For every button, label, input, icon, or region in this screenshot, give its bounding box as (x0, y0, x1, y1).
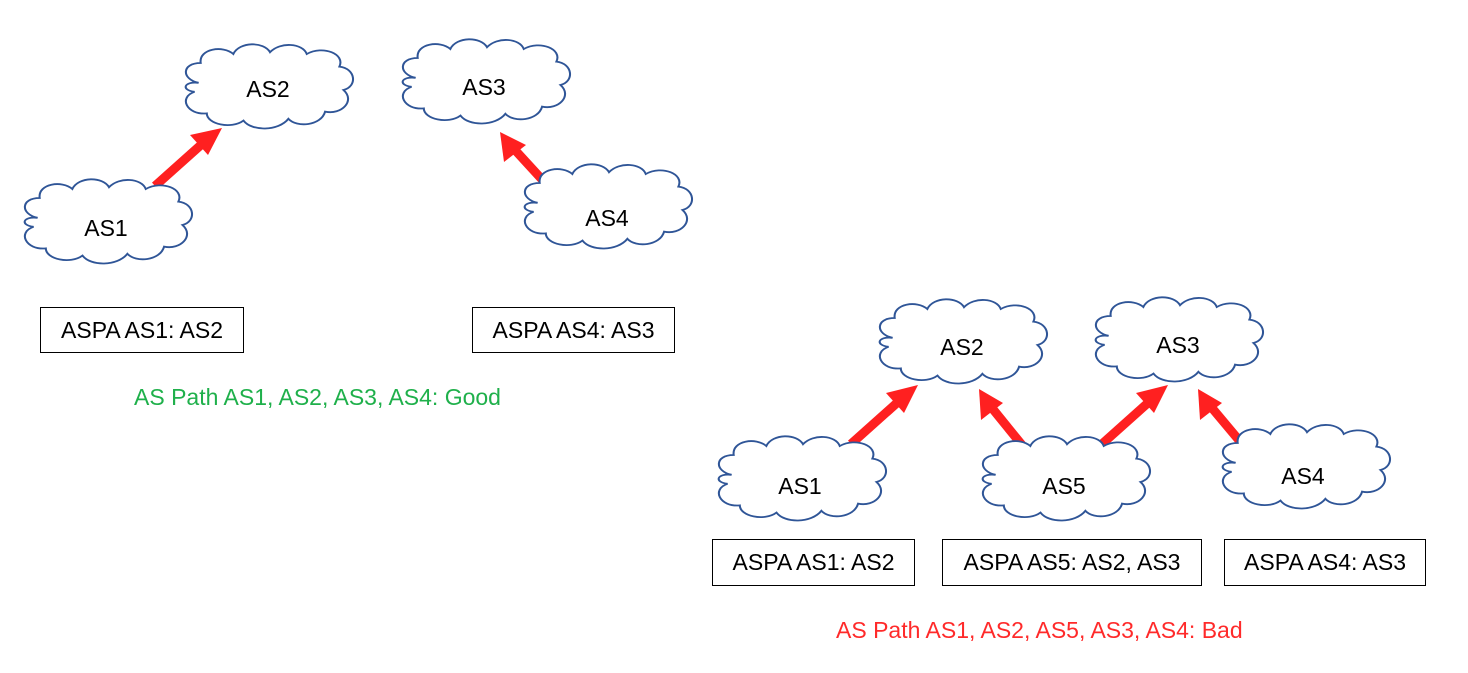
scenario-valid-path: AS2 AS1 AS3 AS4 (23, 38, 694, 265)
aspa-record-as1: ASPA AS1: AS2 (712, 539, 915, 586)
node-label-as2: AS2 (246, 76, 289, 102)
edge-as5-to-as3 (1099, 385, 1168, 448)
scenario-invalid-path: AS2 AS3 AS1 AS5 AS4 (717, 296, 1392, 522)
aspa-record-as4: ASPA AS4: AS3 (472, 307, 675, 353)
aspa-record-as1: ASPA AS1: AS2 (40, 307, 244, 353)
node-label-as4: AS4 (585, 205, 629, 231)
node-label-as2: AS2 (940, 334, 983, 360)
verdict-bad: AS Path AS1, AS2, AS5, AS3, AS4: Bad (836, 617, 1243, 643)
node-label-as3: AS3 (1156, 332, 1199, 358)
edge-as5-to-as2 (979, 389, 1026, 448)
aspa-record-as4: ASPA AS4: AS3 (1224, 539, 1426, 586)
aspa-record-as5: ASPA AS5: AS2, AS3 (942, 539, 1202, 586)
edge-as4-to-as3 (1198, 389, 1247, 448)
node-label-as1: AS1 (778, 473, 821, 499)
edge-as1-to-as2 (848, 385, 918, 448)
verdict-good: AS Path AS1, AS2, AS3, AS4: Good (134, 384, 501, 410)
node-label-as3: AS3 (462, 74, 505, 100)
edge-as1-to-as2 (152, 128, 222, 190)
node-label-as5: AS5 (1042, 473, 1085, 499)
node-label-as4: AS4 (1281, 463, 1325, 489)
node-label-as1: AS1 (84, 215, 127, 241)
